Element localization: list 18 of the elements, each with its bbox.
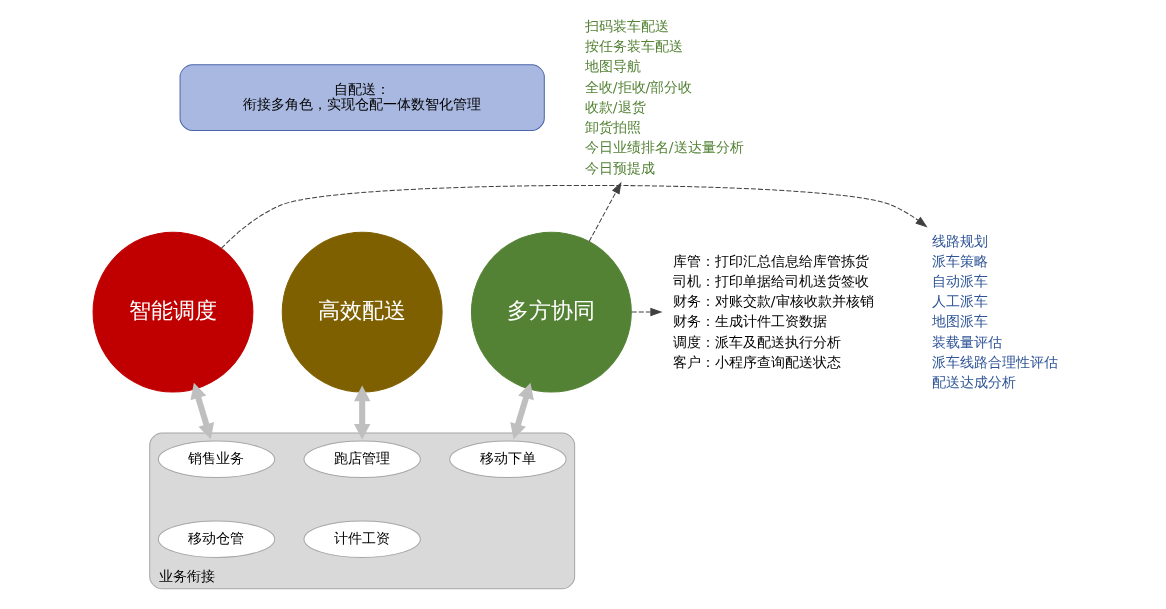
node-box: 自配送： 衔接多角色，实现仓配一体数智化管理 [179, 64, 545, 131]
node-text: 库管：打印汇总信息给库管拣货 司机：打印单据给司机送货签收 财务：对账交款/审核收款并核销 财务：生成计件工资数据 调度：派车及配送执行分析 客户：小程序查询配送状态 [672, 252, 874, 370]
node-circle: 高效配送 [281, 231, 443, 393]
node-text: 扫码装车配送 按任务装车配送 地图导航 全收/拒收/部分收 收款/退货 卸货拍照 今日业绩排名/送达量分析 今日预提成 [584, 18, 744, 176]
node-ellipse: 计件工资 [303, 520, 421, 558]
node-text: 线路规划 派车策略 自动派车 人工派车 地图派车 装载量评估 派车线路合理性评估 配送达成分析 [931, 232, 1058, 391]
arrow [510, 382, 534, 440]
arrow [353, 385, 371, 440]
node-ellipse: 移动下单 [449, 440, 567, 478]
arrow [631, 307, 663, 317]
arrow [220, 184, 928, 249]
node-ellipse: 销售业务 [157, 440, 276, 478]
node-ellipse: 移动仓管 [157, 520, 276, 558]
node-circle: 多方协同 [470, 231, 632, 393]
arrow [588, 181, 622, 242]
node-ellipse: 跑店管理 [303, 440, 421, 478]
arrow [190, 382, 215, 440]
node-circle: 智能调度 [92, 231, 254, 393]
